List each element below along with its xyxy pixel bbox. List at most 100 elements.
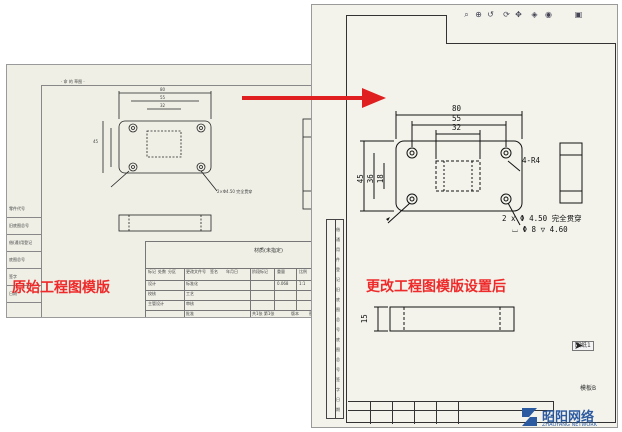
dim-side-45: 45 — [93, 139, 99, 144]
side-label-char: 件 — [336, 257, 340, 262]
hole-note-line2: ⌴ Φ 8 ▽ 4.60 — [512, 225, 568, 234]
dim-top-80: 80 — [160, 87, 166, 92]
tb-cell: 处数 — [158, 269, 166, 274]
side-label-char: 用 — [336, 247, 340, 252]
side-label-column — [326, 219, 344, 419]
display-style-icon[interactable]: ◈ — [531, 10, 538, 19]
side-label-char: 记 — [336, 277, 340, 282]
tb-line — [274, 268, 275, 310]
tb-cell: 0.068 — [277, 281, 289, 286]
side-labels: 借 通 用 件 登 记 旧 底 图 总 号 底 图 总 号 签 字 日 期 — [336, 225, 342, 415]
side-label-char: 日 — [336, 397, 340, 402]
side-label-char: 总 — [336, 357, 340, 362]
side-label-char: 旧 — [336, 287, 340, 292]
rotate-icon[interactable]: ⟳ — [503, 10, 510, 19]
cursor-arrow-icon: ➤ — [574, 339, 584, 352]
fillet-label: 4-R4 — [522, 156, 541, 165]
tb-line — [250, 268, 251, 317]
side-label-char: 号 — [336, 327, 340, 332]
tb-cell: 审核 — [186, 301, 194, 306]
logo-sub: ZHAOYANG NETWORK — [542, 422, 598, 428]
side-label-char: 借 — [336, 227, 340, 232]
sheet-border-line — [41, 85, 323, 86]
sheet-border-line — [41, 85, 42, 317]
tb-cell: 1:1 — [299, 281, 306, 286]
tb-line — [146, 300, 323, 301]
frame-line — [615, 43, 616, 423]
tb-cell: 年月日 — [226, 269, 238, 274]
tb-line — [414, 402, 415, 424]
logo-name: 昭阳网络 — [542, 410, 595, 425]
original-drawing-sheet: · 命 的 草图 · 零件代号 旧底图总号 借(通)用登记 底图总号 签字 日期… — [6, 64, 324, 318]
row-label: 零件代号 — [7, 207, 41, 218]
previous-view-icon[interactable]: ↺ — [487, 10, 494, 19]
tb-line — [296, 268, 297, 310]
tb-cell: 分区 — [168, 269, 176, 274]
tb-cell: 工艺 — [186, 291, 194, 296]
modified-drawing-sheet: ⌕ ⊕ ↺ ⟳ ✥ ◈ ◉ ▣ 借 通 用 件 登 记 旧 底 图 总 号 底 … — [311, 4, 618, 428]
dim-top-80: 80 — [452, 104, 462, 113]
frame-line — [346, 15, 446, 16]
tb-cell: 签名 — [210, 269, 218, 274]
frame-line — [346, 422, 616, 423]
side-label-char: 图 — [336, 347, 340, 352]
tb-line — [458, 402, 459, 424]
tb-line — [348, 410, 554, 411]
tb-cell: 阶段标记 — [252, 269, 268, 274]
tb-line — [146, 290, 323, 291]
title-block-strip — [348, 401, 554, 424]
tb-line — [436, 402, 437, 424]
zhaoyang-logo: 昭阳网络 ZHAOYANG NETWORK — [518, 404, 620, 431]
side-label-char: 号 — [336, 367, 340, 372]
dim-bottom-15: 15 — [359, 314, 369, 324]
side-label-char: 签 — [336, 377, 340, 382]
title-block: 材质(未指定) 标记 处数 分区 更改文件号 签名 年月日 阶段标记 重量 比例… — [145, 241, 323, 317]
hole-note-line1: 2 x Φ 4.50 完全贯穿 — [502, 214, 582, 223]
side-label-char: 图 — [336, 307, 340, 312]
side-label-char: 字 — [336, 387, 340, 392]
part-top-view — [102, 91, 218, 192]
frame-line — [446, 15, 447, 43]
hide-show-icon[interactable]: ◉ — [545, 10, 552, 19]
tb-cell: 共1张 第1张 — [252, 311, 275, 316]
hole-note: 2×Φ4.50 完全贯穿 — [217, 189, 253, 194]
comparison-arrow — [242, 88, 386, 108]
options-icon[interactable]: ▣ — [574, 10, 583, 19]
tb-cell: 标记 — [148, 269, 156, 274]
dim-side-18: 18 — [375, 174, 385, 184]
side-label-char: 通 — [336, 237, 340, 242]
frame-line — [446, 43, 616, 44]
logo-mark-icon — [522, 408, 537, 426]
side-label-char: 底 — [336, 297, 340, 302]
part-front-view — [118, 214, 212, 232]
pan-icon[interactable]: ✥ — [515, 10, 522, 19]
row-label: 借(通)用登记 — [7, 241, 41, 252]
sheet-tab[interactable]: 图纸1 — [572, 341, 594, 351]
model-label: 模板B — [580, 385, 597, 392]
side-label-char: 总 — [336, 317, 340, 322]
zoom-fit-icon[interactable]: ⌕ — [464, 10, 469, 19]
tb-line — [392, 402, 393, 424]
tb-line — [146, 280, 323, 281]
side-label-char: 登 — [336, 267, 340, 272]
zoom-area-icon[interactable]: ⊕ — [475, 10, 482, 19]
side-label-char: 期 — [336, 407, 340, 412]
tb-line — [184, 268, 185, 317]
frame-line — [346, 15, 347, 423]
modified-part-top-view — [360, 111, 523, 226]
dim-top-55: 55 — [160, 95, 166, 100]
tb-line — [370, 402, 371, 424]
tb-cell: 校核 — [148, 291, 156, 296]
tb-cell: 标准化 — [186, 281, 198, 286]
dim-side-45: 45 — [355, 174, 365, 184]
tb-cell: 重量 — [277, 269, 285, 274]
tb-cell: 版本 — [291, 311, 299, 316]
tb-cell: 更改文件号 — [186, 269, 206, 274]
dim-top-32: 32 — [452, 123, 462, 132]
tb-material: 材质(未指定) — [254, 248, 283, 254]
tb-line — [146, 310, 323, 311]
arrow-head — [362, 88, 386, 108]
modified-part-side-view — [559, 142, 583, 204]
left-row-labels: 零件代号 旧底图总号 借(通)用登记 底图总号 签字 日期 — [7, 207, 41, 303]
dim-side-36: 36 — [365, 174, 375, 184]
